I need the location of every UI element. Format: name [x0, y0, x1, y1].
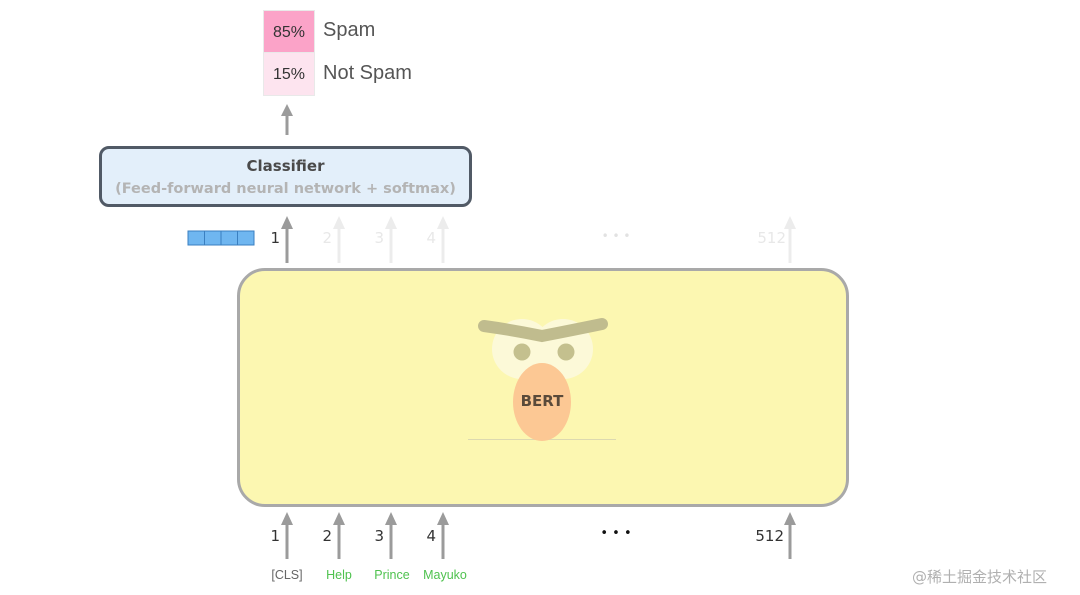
- token-cls: [CLS]: [271, 568, 303, 582]
- input-position-1: 1: [270, 527, 280, 545]
- input-arrow-2: [333, 512, 345, 559]
- input-position-512: 512: [755, 527, 784, 545]
- input-position-ellipsis: • • •: [600, 526, 632, 541]
- input-arrow-3: [385, 512, 397, 559]
- not-spam-label: Not Spam: [323, 62, 412, 84]
- eyebrows: [478, 318, 608, 343]
- watermark-text: @稀土掘金技术社区: [912, 568, 1048, 586]
- input-position-3: 3: [374, 527, 384, 545]
- input-arrow-4: [437, 512, 449, 559]
- output-position-1: 1: [270, 229, 280, 247]
- input-arrow-1: [281, 512, 293, 559]
- output-position-3: 3: [374, 229, 384, 247]
- output-position-4: 4: [426, 229, 436, 247]
- spam-probability: 85%: [263, 10, 315, 53]
- input-position-4: 4: [426, 527, 436, 545]
- token-mayuko: Mayuko: [423, 568, 467, 582]
- token-help: Help: [326, 568, 352, 582]
- output-position-512: 512: [757, 229, 786, 247]
- token-prince: Prince: [374, 568, 410, 582]
- output-arrow-1: [281, 216, 293, 263]
- embedding-vector: [187, 230, 255, 246]
- output-position-ellipsis: • • •: [601, 229, 631, 243]
- bert-label: BERT: [520, 392, 564, 410]
- classifier-box: Classifier (Feed-forward neural network …: [99, 146, 472, 207]
- nose: [513, 363, 571, 441]
- left-pupil: [513, 343, 531, 361]
- output-arrow-512: [784, 216, 796, 263]
- bert-face-illustration: [468, 318, 616, 441]
- output-arrow-2: [333, 216, 345, 263]
- output-position-2: 2: [322, 229, 332, 247]
- spam-label: Spam: [323, 19, 376, 41]
- right-pupil: [557, 343, 575, 361]
- output-arrow-4: [437, 216, 449, 263]
- input-arrow-512: [784, 512, 796, 559]
- input-position-2: 2: [322, 527, 332, 545]
- classifier-title: Classifier: [246, 157, 325, 175]
- output-arrow-3: [385, 216, 397, 263]
- not-spam-probability: 15%: [263, 53, 315, 96]
- classifier-subtitle: (Feed-forward neural network + softmax): [115, 181, 456, 197]
- arrow-to-output: [281, 104, 293, 135]
